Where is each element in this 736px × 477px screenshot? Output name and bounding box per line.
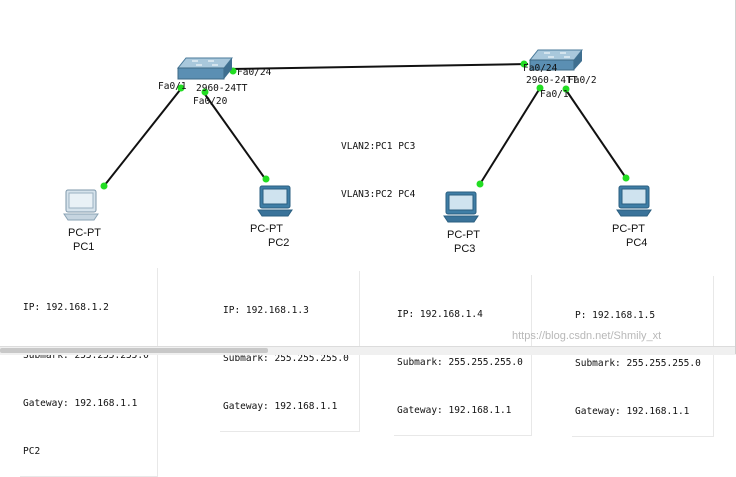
pc3-type-label: PC-PT (447, 229, 480, 241)
port-label-sw2-fa0-24: Fa0/24 (523, 63, 558, 74)
link-switch1-pc2[interactable] (203, 92, 267, 181)
switch2-model-label: 2960-24TT (526, 75, 578, 86)
gateway-line: Gateway: 192.168.1.1 (575, 406, 690, 417)
pc-4[interactable] (616, 185, 652, 217)
link-switch2-pc3[interactable] (479, 87, 541, 185)
pc3-name-label: PC3 (454, 243, 475, 255)
pc4-type-label: PC-PT (612, 223, 645, 235)
pc1-type-label: PC-PT (68, 227, 101, 239)
gateway-line: Gateway: 192.168.1.1 (397, 405, 512, 416)
port-label-sw1-fa0-1: Fa0/1 (158, 81, 187, 92)
pc-2[interactable] (257, 185, 293, 217)
port-label-sw1-fa0-24: Fa0/24 (237, 67, 272, 78)
ip-line: IP: 192.168.1.2 (23, 302, 109, 313)
mask-line: Submark: 255.255.255.0 (397, 357, 523, 368)
pc-3[interactable] (443, 191, 479, 223)
pc-1[interactable] (63, 189, 99, 221)
ip-line: IP: 192.168.1.3 (223, 305, 309, 316)
vlan-note-line: VLAN3:PC2 PC4 (341, 189, 416, 200)
link-light-icon (100, 182, 108, 190)
link-light-icon (262, 175, 270, 183)
gateway-line: Gateway: 192.168.1.1 (23, 398, 138, 409)
extra-line: PC2 (23, 446, 41, 457)
ip-info-pc3: IP: 192.168.1.4 Submark: 255.255.255.0 G… (394, 275, 532, 436)
link-switch1-switch2[interactable] (230, 63, 529, 70)
mask-line: Submark: 255.255.255.0 (575, 358, 701, 369)
switch-icon (176, 57, 234, 69)
switch1-model-label: 2960-24TT (196, 83, 248, 94)
link-light-icon (177, 84, 185, 92)
ip-info-pc4: P: 192.168.1.5 Submark: 255.255.255.0 Ga… (572, 276, 714, 437)
watermark: https://blog.csdn.net/Shmily_xt (512, 330, 662, 342)
topology-canvas: Fa0/1 2960-24TT Fa0/24 Fa0/20 Fa0/24 296… (63, 49, 652, 255)
link-light-icon (536, 84, 544, 92)
link-switch1-pc1[interactable] (103, 89, 181, 187)
horizontal-scrollbar[interactable] (0, 346, 736, 355)
link-light-icon (520, 60, 528, 68)
pc2-name-label: PC2 (268, 237, 289, 249)
link-light-icon (201, 88, 209, 96)
vlan-note: VLAN2:PC1 PC3 VLAN3:PC2 PC4 (341, 107, 415, 219)
ip-line: P: 192.168.1.5 (575, 310, 656, 321)
ip-info-pc1: IP: 192.168.1.2 Submark: 255.255.255.0 G… (20, 268, 158, 477)
link-light-icon (562, 85, 570, 93)
link-switch2-pc4[interactable] (565, 89, 627, 179)
switch-2[interactable] (528, 49, 584, 71)
pc1-name-label: PC1 (73, 241, 94, 253)
port-label-sw2-fa0-2: Fa0/2 (568, 75, 597, 86)
port-label-sw2-fa0-1: Fa0/1 (540, 89, 569, 100)
pc4-name-label: PC4 (626, 237, 647, 249)
link-light-icon (622, 174, 630, 182)
scrollbar-thumb[interactable] (0, 348, 268, 353)
vlan-note-line: VLAN2:PC1 PC3 (341, 141, 416, 152)
port-label-sw1-fa0-20: Fa0/20 (193, 96, 228, 107)
link-light-icon (476, 180, 484, 188)
ip-line: IP: 192.168.1.4 (397, 309, 483, 320)
switch-icon (528, 49, 584, 61)
switch-1[interactable] (176, 57, 234, 80)
gateway-line: Gateway: 192.168.1.1 (223, 401, 338, 412)
pc2-type-label: PC-PT (250, 223, 283, 235)
